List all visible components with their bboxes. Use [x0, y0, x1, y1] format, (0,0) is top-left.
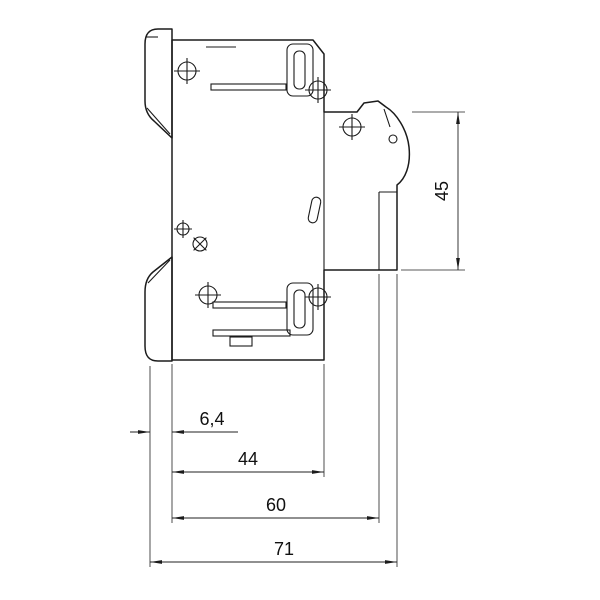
- dimension-label-60: 60: [266, 495, 286, 515]
- screws: [174, 58, 365, 310]
- screw-icon: [305, 284, 331, 310]
- body-outline: [171, 39, 411, 361]
- bottom-lower-bar: [212, 329, 291, 337]
- dimension-mounting-depth: 60: [172, 495, 379, 520]
- dimension-rear-height: 45: [432, 112, 460, 270]
- dimension-label-44: 44: [238, 449, 258, 469]
- dimension-label-45: 45: [432, 181, 452, 201]
- extension-lines: [149, 111, 465, 567]
- screw-icon: [305, 77, 331, 103]
- bottom-step-block: [229, 336, 253, 347]
- latch-pivot-icon: [388, 134, 398, 144]
- dimension-total-depth: 71: [150, 539, 397, 564]
- top-terminal-slot: [293, 50, 306, 90]
- terminal-details: [206, 43, 322, 347]
- dimension-front-offset: 6,4: [130, 409, 238, 434]
- bottom-terminal-slot: [293, 289, 306, 329]
- device-outline: [144, 28, 411, 362]
- latch-slot-line: [383, 108, 391, 128]
- top-front-tab: [144, 28, 173, 139]
- screw-icon: [339, 114, 365, 140]
- screw-icon: [174, 58, 200, 84]
- cross-screw-icon: [192, 236, 208, 252]
- small-screw-icon: [174, 220, 192, 238]
- dimension-label-6-4: 6,4: [199, 409, 224, 429]
- bottom-tab-chamfer-line: [147, 259, 171, 284]
- bottom-terminal-cover: [286, 282, 314, 336]
- bottom-front-tab: [144, 256, 173, 362]
- bottom-terminal-bar: [212, 301, 287, 309]
- top-tab-chamfer-line: [146, 107, 171, 135]
- dimension-body-depth: 44: [172, 449, 324, 474]
- screw-icon: [195, 282, 221, 308]
- dimension-label-71: 71: [274, 539, 294, 559]
- side-vent-slot: [307, 196, 322, 224]
- din-rail-recess-line: [378, 191, 397, 270]
- top-terminal-bar: [210, 83, 287, 91]
- top-terminal-cover: [286, 43, 314, 97]
